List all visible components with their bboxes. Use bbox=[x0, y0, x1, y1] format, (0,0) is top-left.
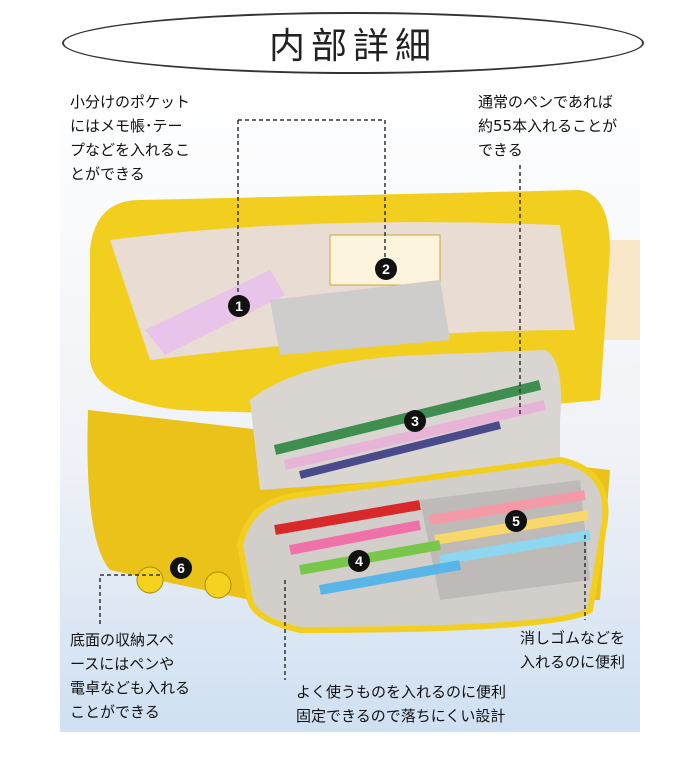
leader-lines bbox=[99, 119, 586, 680]
pen bbox=[289, 520, 421, 555]
inner-pocket bbox=[270, 280, 450, 355]
pen bbox=[274, 500, 421, 535]
label-2-line: できる bbox=[478, 141, 523, 159]
label-1-line: 小分けのポケット bbox=[70, 93, 191, 111]
zipper-pull bbox=[204, 571, 232, 599]
label-6-line: 底面の収納スペ bbox=[70, 631, 174, 649]
pen bbox=[283, 400, 547, 470]
case-lining bbox=[110, 222, 575, 360]
label-6-line: ことができる bbox=[70, 703, 160, 721]
label-1-line: とができる bbox=[70, 165, 145, 183]
label-2-line: 通常のペンであれば bbox=[478, 93, 613, 111]
label-4-line: 固定できるので落ちにくい設計 bbox=[296, 707, 506, 725]
highlighter bbox=[439, 530, 591, 565]
title-banner: 内部詳細 bbox=[62, 12, 644, 74]
page-title: 内部詳細 bbox=[268, 26, 437, 67]
label-1-line: にはメモ帳･テー bbox=[70, 117, 183, 135]
leader-2 bbox=[238, 119, 386, 262]
pen bbox=[319, 560, 461, 595]
pen bbox=[299, 540, 441, 575]
marker-3: 3 bbox=[404, 410, 426, 432]
label-2-line: 約55本入れることが bbox=[478, 117, 618, 135]
marker-5: 5 bbox=[505, 510, 527, 532]
label-6-line: ースにはペンや bbox=[70, 655, 175, 673]
pen bbox=[299, 421, 501, 479]
zipper-pull bbox=[136, 566, 164, 594]
marker-4: 4 bbox=[348, 550, 370, 572]
label-5-line: 消しゴムなどを bbox=[520, 629, 626, 647]
label-1: 小分けのポケット にはメモ帳･テー プなどを入れるこ とができる bbox=[70, 90, 190, 186]
label-4: よく使うものを入れるのに便利 固定できるので落ちにくい設計 bbox=[296, 680, 506, 728]
label-6: 底面の収納スペ ースにはペンや 電卓なども入れる ことができる bbox=[70, 628, 190, 724]
leader-6 bbox=[99, 574, 160, 625]
tape-item bbox=[145, 270, 285, 355]
label-1-line: プなどを入れるこ bbox=[70, 141, 191, 159]
label-6-line: 電卓なども入れる bbox=[70, 679, 191, 697]
label-2: 通常のペンであれば 約55本入れることが できる bbox=[478, 90, 617, 162]
label-4-line: よく使うものを入れるのに便利 bbox=[296, 683, 507, 701]
label-5: 消しゴムなどを 入れるのに便利 bbox=[520, 626, 625, 674]
label-5-line: 入れるのに便利 bbox=[520, 653, 626, 671]
marker-6: 6 bbox=[170, 557, 192, 579]
marker-1: 1 bbox=[228, 295, 250, 317]
marker-2: 2 bbox=[375, 258, 397, 280]
highlighter bbox=[429, 490, 586, 525]
